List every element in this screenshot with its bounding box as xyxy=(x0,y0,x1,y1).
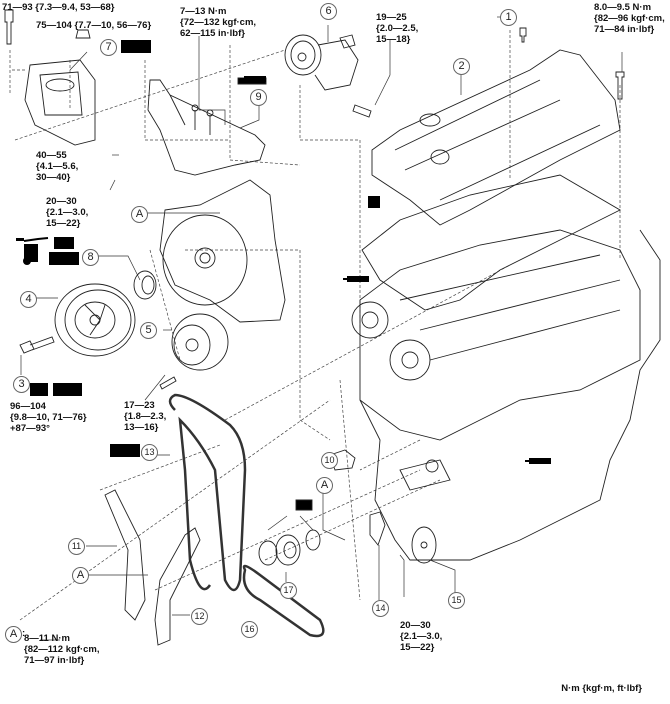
callout-4: 4 xyxy=(20,291,37,308)
callout-17: 17 xyxy=(280,582,297,599)
redacted-box xyxy=(54,237,74,249)
cylinder-head-cover-part xyxy=(371,27,625,226)
crankshaft-pulley-part xyxy=(54,283,136,357)
timing-cover-part xyxy=(159,179,286,323)
sealant-symbol-gasket xyxy=(368,196,380,208)
ref-a-tensioner: A xyxy=(316,477,333,494)
chain-guide-part xyxy=(104,489,146,621)
redacted-box xyxy=(30,383,48,396)
callout-15: 15 xyxy=(448,592,465,609)
callout-3: 3 xyxy=(13,376,30,393)
redacted-box xyxy=(49,252,79,265)
callout-8: 8 xyxy=(82,249,99,266)
engine-bracket-part xyxy=(147,77,267,176)
oil-pump-chain-tensioner-part xyxy=(369,511,386,546)
callout-5: 5 xyxy=(140,322,157,339)
callout-9: 9 xyxy=(250,89,267,106)
oil-pump-sprocket-part xyxy=(411,526,437,564)
torque-label-front-cover-bolt-1: 40—55 {4.1—5.6, 30—40} xyxy=(36,150,79,183)
ref-a-front-cover: A xyxy=(131,206,148,223)
callout-12: 12 xyxy=(191,608,208,625)
torque-label-tensioner-bolt: 19—25 {2.0—2.5, 15—18} xyxy=(376,12,419,45)
callout-10: 10 xyxy=(321,452,338,469)
ref-a-guide: A xyxy=(72,567,89,584)
torque-label-top-left-bolt: 71—93 {7.3—9.4, 53—68} xyxy=(2,2,115,13)
cylinder-block-part xyxy=(359,229,661,561)
callout-14: 14 xyxy=(372,600,389,617)
head-cover-gasket-part xyxy=(361,174,621,311)
crank-bolt-part xyxy=(19,336,55,354)
oil-seal-part xyxy=(133,270,157,300)
torque-label-front-cover-bolt-2: 20—30 {2.1—3.0, 15—22} xyxy=(46,196,89,229)
units-note: N·m {kgf·m, ft·lbf} xyxy=(561,683,642,694)
oil-pump-chain-part xyxy=(242,564,325,638)
redacted-box xyxy=(110,444,140,457)
torque-label-crank-bolt: 96—104 {9.8—10, 71—76} +87—93° xyxy=(10,401,87,434)
redacted-box xyxy=(53,383,82,396)
callout-16: 16 xyxy=(241,621,258,638)
callout-13: 13 xyxy=(141,444,158,461)
sealant-bottle-symbols xyxy=(240,76,551,464)
torque-label-oil-pump-sprocket-bolt: 20—30 {2.1—3.0, 15—22} xyxy=(400,620,443,653)
redacted-box xyxy=(121,40,151,53)
callout-6: 6 xyxy=(320,3,337,20)
torque-label-head-cover-bolt: 8.0—9.5 N·m {82—96 kgf·cm, 71—84 in·lbf} xyxy=(594,2,665,35)
crank-sprocket-part xyxy=(258,499,321,566)
engine-mount-part xyxy=(4,9,96,146)
torque-label-bracket: 7—13 N·m {72—132 kgf·cm, 62—115 in·lbf} xyxy=(180,6,257,39)
ref-a-legend: A xyxy=(5,626,22,643)
legend-separator: : xyxy=(22,628,26,639)
callout-7: 7 xyxy=(100,39,117,56)
callout-11: 11 xyxy=(68,538,85,555)
timing-chain-part xyxy=(168,393,247,592)
torque-label-mount-nut: 75—104 {7.7—10, 56—76} xyxy=(36,20,152,31)
oil-can-icon xyxy=(16,237,49,265)
callout-2: 2 xyxy=(453,58,470,75)
torque-label-idler-bolt: 17—23 {1.8—2.3, 13—16} xyxy=(124,400,167,433)
belt-tensioner-part xyxy=(284,34,372,118)
chain-tensioner-arm-part xyxy=(154,527,201,646)
leader-lines xyxy=(20,16,623,641)
torque-label-a-spec: 8—11 N·m {82—112 kgf·cm, 71—97 in·lbf} xyxy=(24,633,100,666)
callout-1: 1 xyxy=(500,9,517,26)
idler-pulley-part xyxy=(159,313,229,390)
cylinder-head-part xyxy=(351,229,641,441)
dashed-guide-lines xyxy=(9,30,621,621)
